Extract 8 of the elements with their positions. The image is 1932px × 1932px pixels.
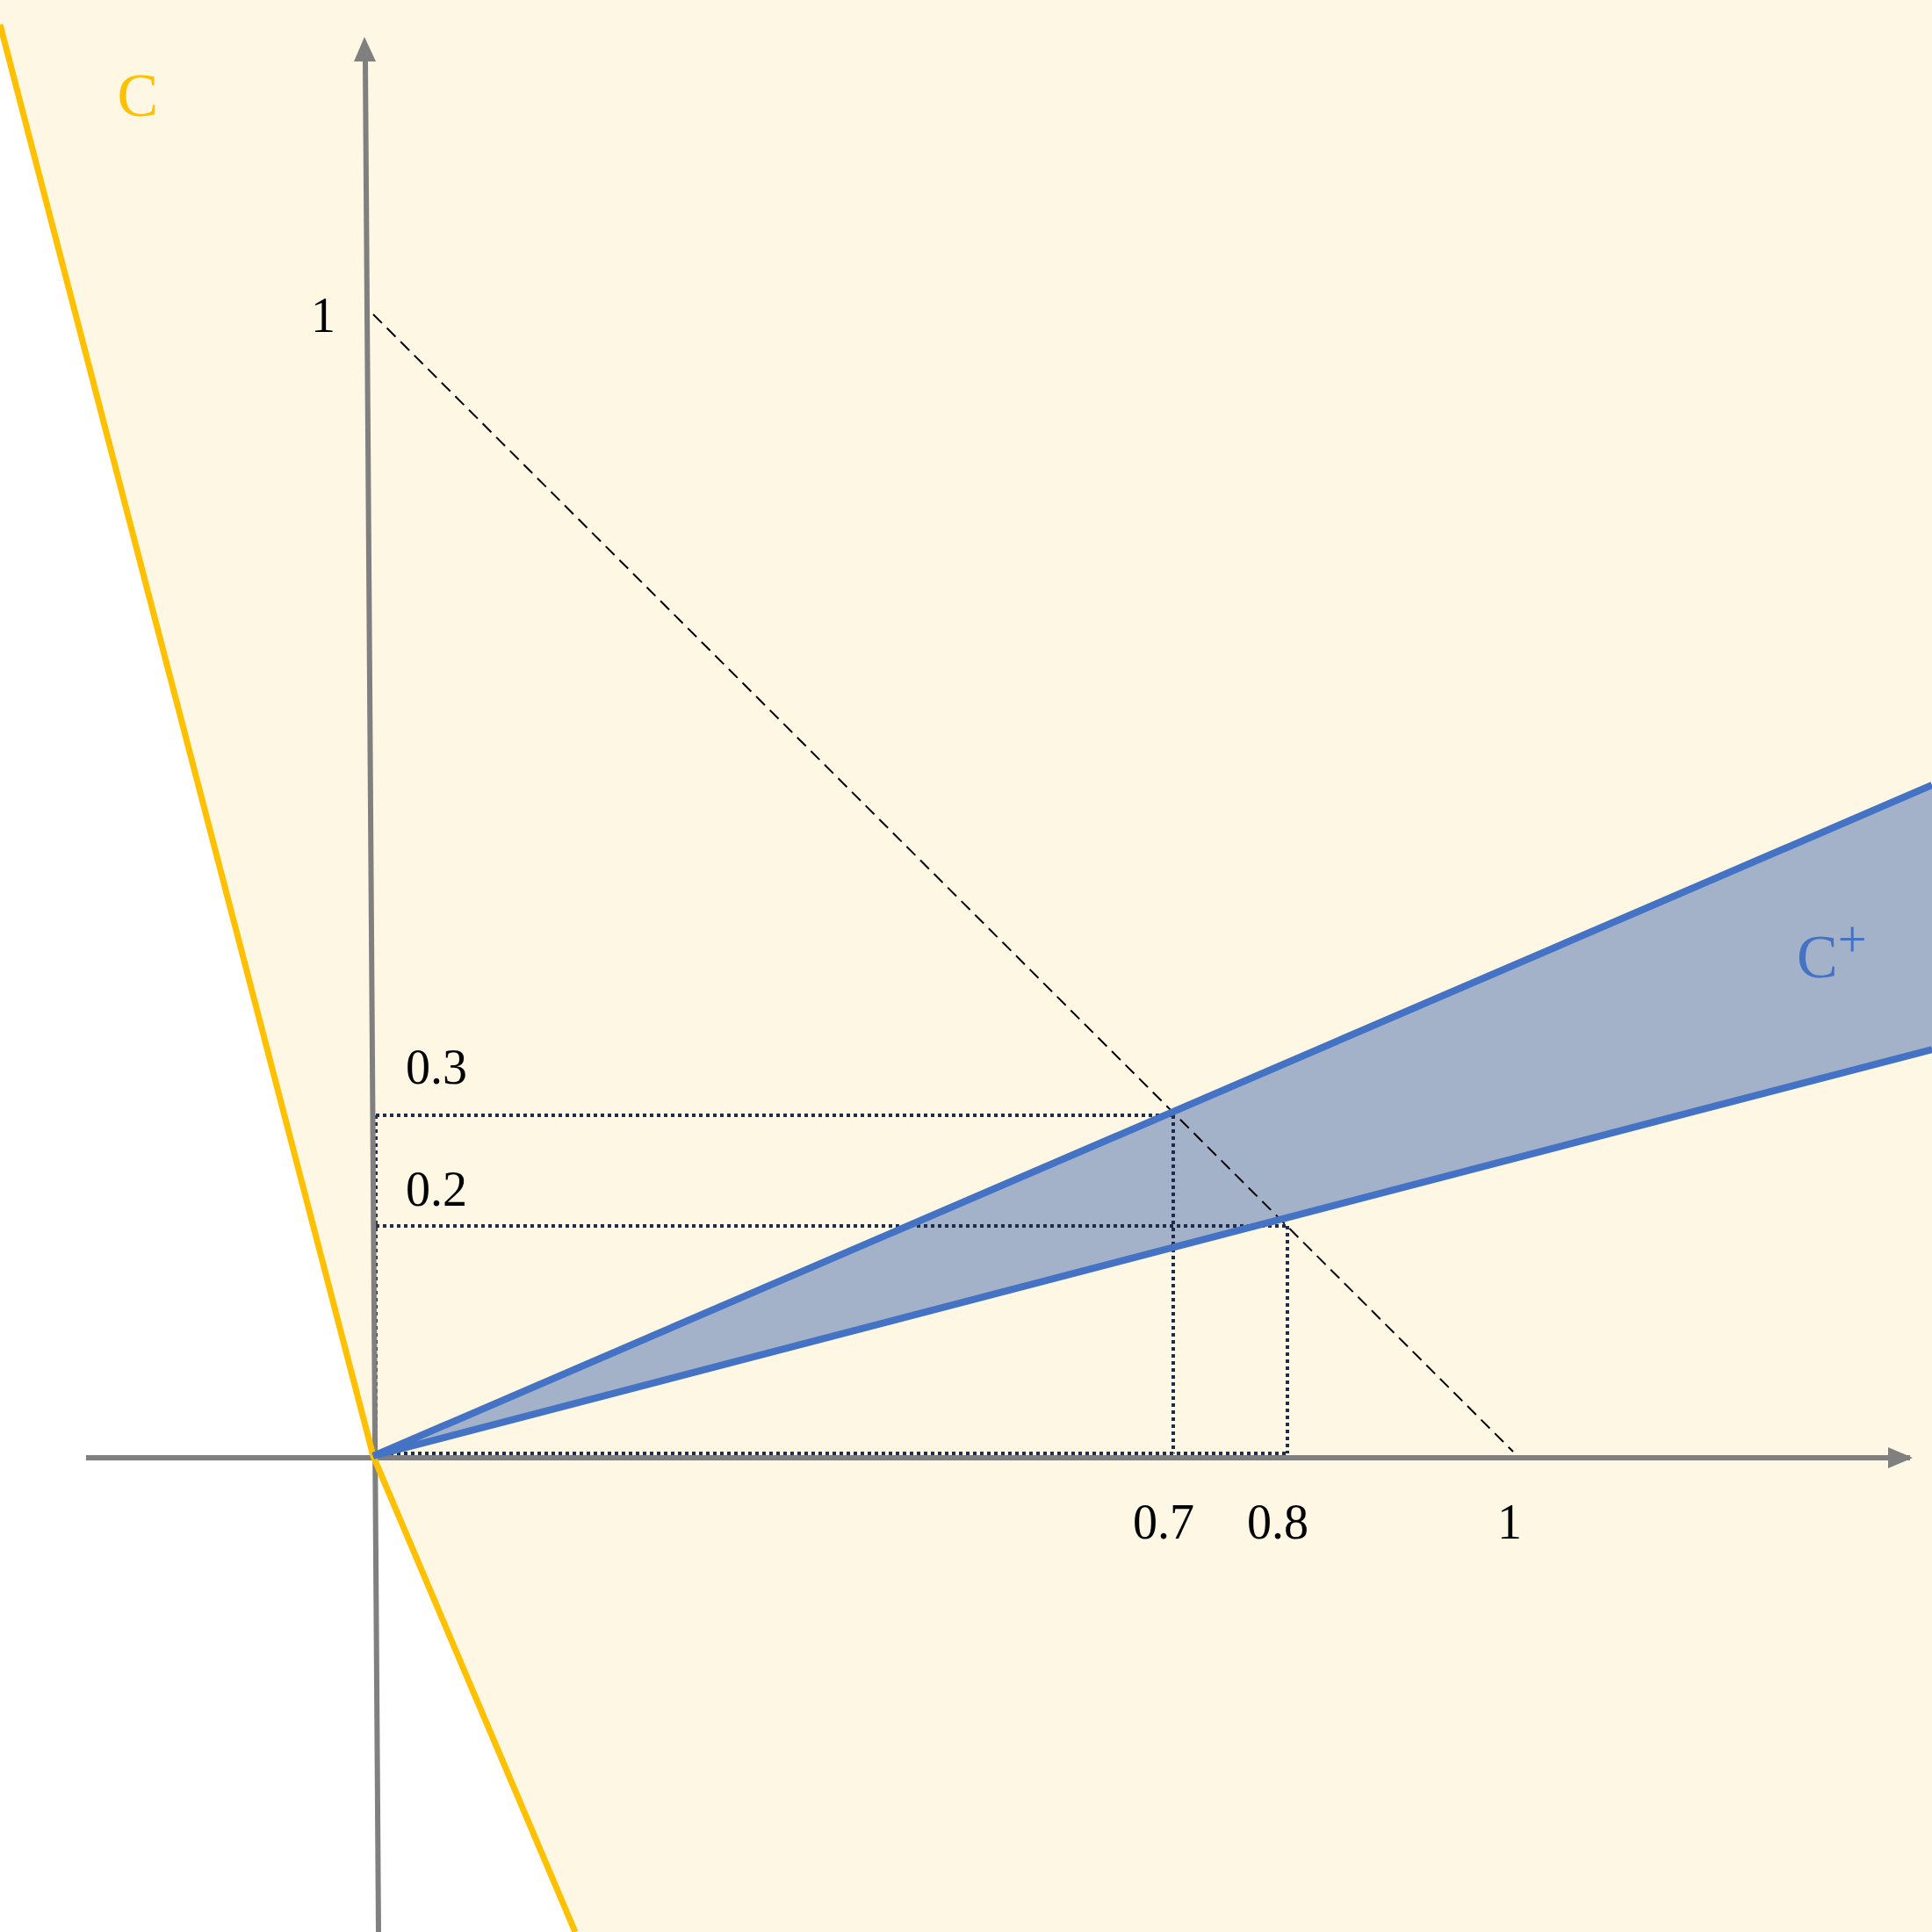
- axis-tick-label: 0.2: [406, 1164, 467, 1214]
- region-label: C$^{+}$: [1797, 914, 1867, 989]
- axis-tick-label: 1: [311, 291, 335, 340]
- axis-tick-label: 0.3: [406, 1042, 467, 1092]
- region-label: C: [117, 65, 159, 126]
- axis-tick-label: 0.8: [1247, 1497, 1308, 1546]
- axis-tick-label: 1: [1497, 1497, 1522, 1546]
- axis-tick-label: 0.7: [1133, 1497, 1194, 1546]
